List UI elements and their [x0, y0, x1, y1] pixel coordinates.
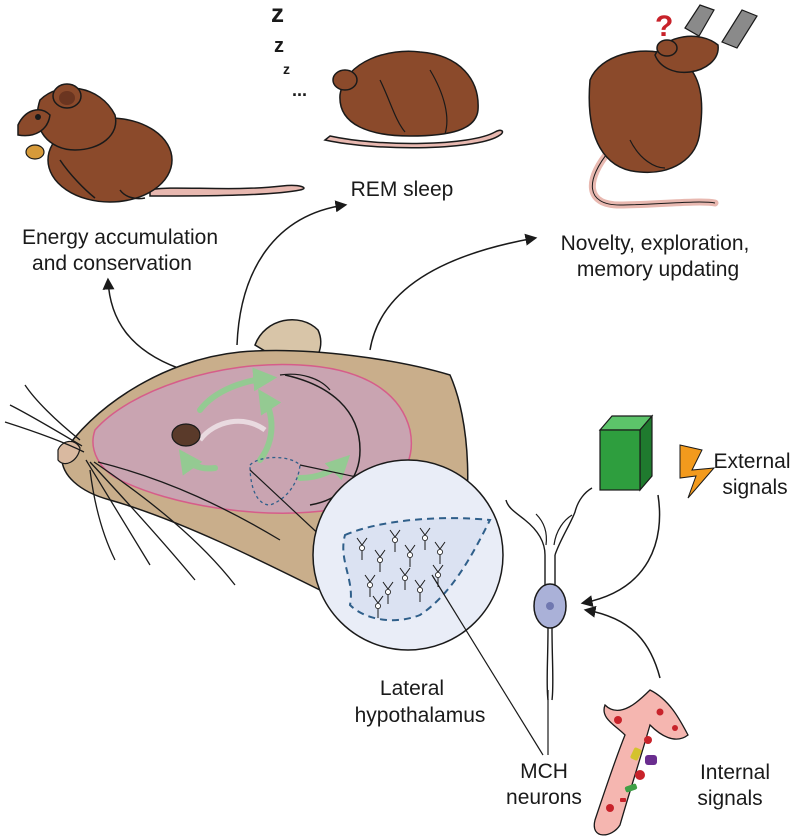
- mouse-eating-icon: [17, 83, 305, 203]
- label-internal-line1: Internal: [700, 761, 770, 784]
- z-mark-2: z: [274, 35, 284, 57]
- magnifier-neuron-cluster: [356, 527, 446, 618]
- grey-block-2: [721, 9, 758, 49]
- small-neuron-icon: [399, 567, 411, 590]
- arrow-from-external: [580, 494, 661, 608]
- label-external-line2: signals: [722, 476, 787, 499]
- lateral-hypothalamus-magnifier: [312, 459, 504, 651]
- label-energy-line2: and conservation: [32, 252, 192, 275]
- blood-vessel-icon: [593, 689, 689, 836]
- z-mark-3: z: [283, 61, 290, 77]
- sleep-z-marks: z z z ...: [271, 0, 307, 100]
- label-internal-line2: signals: [697, 787, 762, 810]
- label-energy-line1: Energy accumulation: [22, 226, 218, 249]
- arrow-from-internal: [583, 605, 661, 679]
- label-lateral-line1: Lateral: [380, 677, 444, 700]
- small-neuron-icon: [389, 529, 401, 552]
- small-neuron-icon: [374, 549, 386, 572]
- mch-neuron-icon: [505, 487, 593, 701]
- arrow-to-novelty: [369, 233, 538, 351]
- small-neuron-icon: [414, 579, 426, 602]
- arrow-to-rem-sleep: [236, 200, 348, 346]
- grey-block-1: [684, 4, 715, 37]
- label-novelty-line2: memory updating: [577, 258, 739, 281]
- mouse-sleeping-icon: [323, 50, 504, 149]
- small-neuron-icon: [419, 527, 431, 550]
- label-rem-sleep: REM sleep: [351, 178, 454, 201]
- label-novelty-line1: Novelty, exploration,: [561, 232, 750, 255]
- z-mark-1: z: [271, 0, 284, 28]
- label-external-line1: External: [713, 450, 790, 473]
- small-neuron-icon: [434, 541, 446, 564]
- label-mch-line2: neurons: [506, 786, 582, 809]
- label-lateral-line2: hypothalamus: [355, 704, 486, 727]
- small-neuron-icon: [364, 574, 376, 597]
- small-neuron-icon: [372, 595, 384, 618]
- mouse-exploring-icon: ?: [588, 4, 758, 209]
- small-neuron-icon: [382, 581, 394, 604]
- arrow-to-energy: [102, 277, 179, 369]
- sleep-dots: ...: [292, 80, 307, 100]
- small-neuron-icon: [356, 537, 368, 560]
- lightning-icon: [679, 444, 716, 499]
- green-block-icon: [598, 414, 654, 492]
- small-neuron-icon: [404, 544, 416, 567]
- label-mch-line1: MCH: [520, 760, 568, 783]
- question-mark: ?: [655, 10, 673, 43]
